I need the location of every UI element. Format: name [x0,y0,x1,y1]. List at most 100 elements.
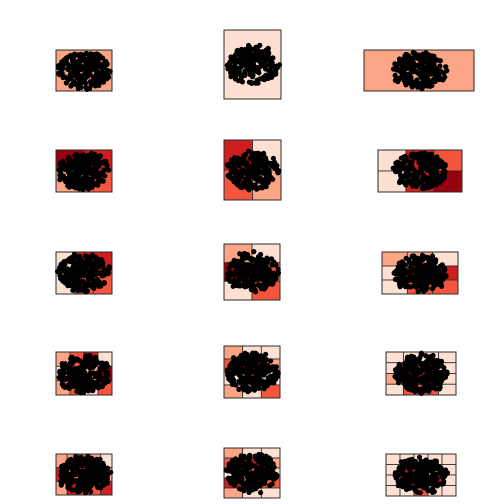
scatter-point [429,168,435,174]
scatter-point [272,369,279,375]
scatter-point [263,379,269,385]
scatter-point [251,353,257,359]
scatter-point [401,164,407,170]
scatter-point [416,160,422,166]
scatter-point [102,173,108,179]
scatter-point [248,256,254,262]
scatter-point [104,67,111,74]
scatter-point [259,185,265,191]
panel-r2c2 [223,139,282,201]
scatter-point [226,464,232,470]
scatter-point [412,283,418,289]
scatter-point [433,280,440,286]
scatter-point [265,259,271,265]
scatter-point [443,64,449,70]
scatter-point [420,84,426,90]
scatter-point [427,162,433,168]
scatter-point [76,78,82,84]
scatter-point [423,151,429,157]
scatter-point [81,389,87,395]
scatter-point [247,460,253,466]
scatter-point [271,364,277,370]
scatter-point [98,476,104,482]
scatter-point [226,265,232,271]
scatter-point [62,166,68,172]
scatter-point [251,387,258,393]
scatter-point [241,454,247,461]
scatter-point [412,261,418,267]
heatmap-cell [385,453,401,465]
scatter-point [244,472,250,478]
scatter-point [413,183,419,189]
scatter-overlay [56,352,111,396]
scatter-point [103,360,109,367]
scatter-point [418,268,424,274]
heatmap-cell [260,487,281,499]
scatter-point [427,463,433,469]
scatter-point [437,384,443,390]
scatter-point [100,460,106,466]
panel-frame [363,49,475,92]
scatter-point [403,156,409,163]
scatter-point [430,361,437,367]
scatter-point [87,282,93,288]
scatter-point [392,61,398,67]
scatter-point [440,469,446,475]
scatter-point [234,258,240,264]
scatter-point [83,264,89,270]
scatter-point [68,480,74,487]
scatter-point [428,55,434,62]
scatter-point [420,51,426,57]
scatter-point [269,161,275,167]
scatter-point [420,162,427,168]
scatter-point [85,186,92,192]
scatter-point [263,177,269,183]
scatter-point [411,460,417,466]
panel-r3c1 [54,251,113,295]
scatter-point [230,379,237,385]
scatter-point [394,373,400,379]
scatter-point [246,480,253,486]
scatter-point [85,176,91,182]
panel-frame [377,149,463,193]
scatter-point [437,58,443,64]
scatter-point [437,158,443,164]
scatter-point [408,284,414,290]
scatter-point [250,153,256,159]
scatter-point [423,75,429,82]
scatter-point [246,373,252,380]
scatter-point [404,57,410,63]
scatter-point [413,268,419,274]
scatter-point [422,267,428,273]
scatter-point [246,47,252,53]
scatter-point [58,472,64,478]
scatter-point [55,63,61,69]
scatter-point [251,175,257,181]
scatter-point [406,457,412,463]
scatter-point [441,174,448,180]
scatter-point [418,262,424,268]
scatter-point [413,471,419,477]
scatter-point [252,362,258,368]
scatter-point [85,379,91,385]
scatter-point [78,278,84,284]
scatter-point [73,357,79,363]
scatter-point [418,179,424,185]
scatter-point [88,489,94,495]
scatter-point [421,367,427,373]
scatter-point [62,268,68,274]
scatter-point [80,164,86,170]
scatter-point [101,159,107,165]
scatter-point [249,286,255,292]
scatter-point [274,63,280,69]
scatter-point [438,362,444,368]
scatter-point [437,380,443,386]
scatter-point [408,484,414,491]
scatter-point [234,49,240,55]
scatter-point [90,175,96,181]
scatter-point [105,167,112,173]
scatter-point [433,386,439,392]
scatter-point [69,183,75,189]
scatter-point [239,79,245,85]
